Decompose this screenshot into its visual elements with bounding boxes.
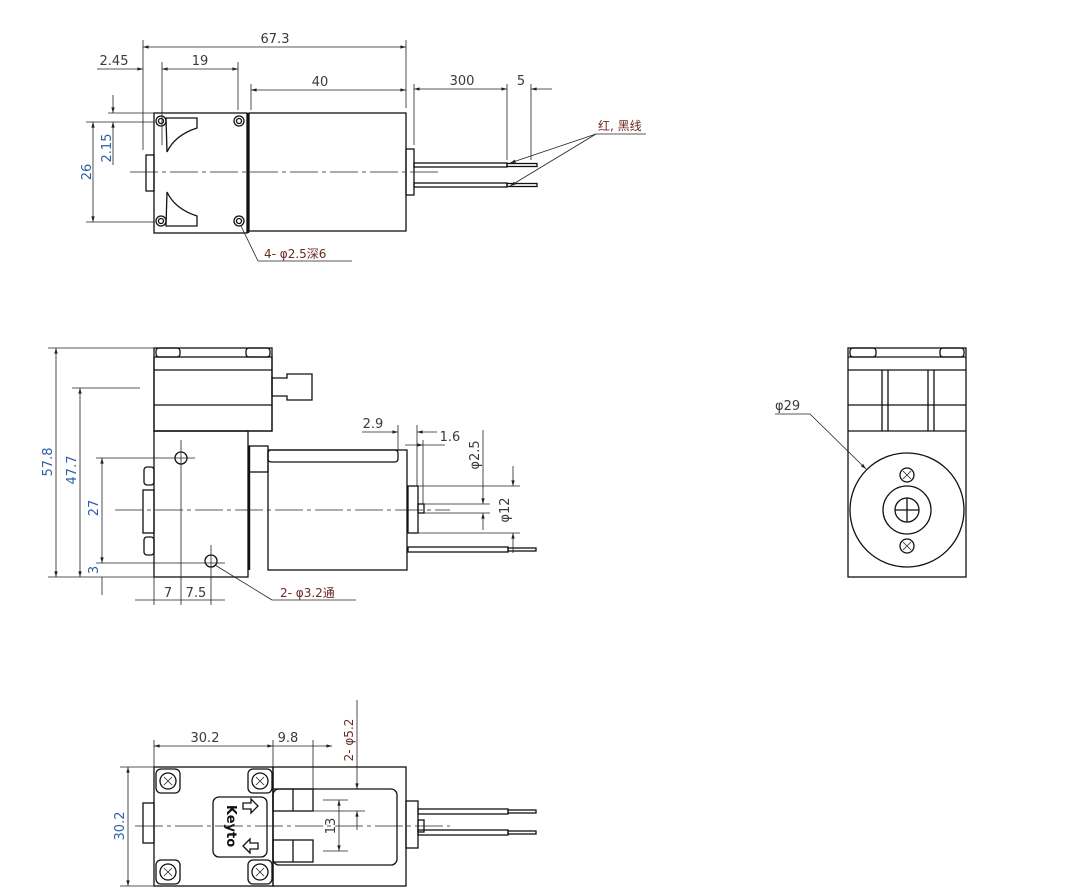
pump-head (153, 112, 248, 234)
screw-icon (899, 467, 915, 483)
dim-hole-x2: 7.5 (186, 586, 207, 601)
dim-head-length: 30.2 (191, 731, 220, 746)
dim-port-spacing: 13 (324, 818, 339, 835)
mount-hole-note: 2- φ3.2通 (280, 586, 335, 600)
top-view: 67.3 19 2.45 40 300 5 26 2.15 红, 黑线 4- φ… (80, 32, 646, 262)
dim-mount-spacing: 27 (87, 500, 102, 517)
dim-offset: 2.45 (100, 54, 129, 69)
dim-head-width: 30.2 (113, 812, 128, 841)
hole-note: 4- φ2.5深6 (264, 247, 326, 261)
arrow-left-icon (242, 837, 259, 855)
dim-wire-length: 300 (450, 74, 475, 89)
mount-hole-icons (155, 115, 245, 227)
arrow-right-icon (242, 797, 259, 815)
wire-note: 红, 黑线 (598, 118, 642, 133)
pump-head (153, 347, 273, 432)
dim-bottom-offset: 3 (87, 566, 102, 574)
dim-port-dia: 2- φ5.2 (342, 719, 356, 762)
dim-motor-dia: φ29 (775, 399, 800, 414)
dim-shaft-dia: φ2.5 (468, 440, 483, 469)
left-boss (145, 154, 155, 192)
dim-total-height: 57.8 (41, 448, 56, 477)
screw-icon (899, 538, 915, 554)
motor-circle (849, 452, 965, 568)
dim-motor-length: 40 (312, 75, 329, 90)
dim-shaft-length: 1.6 (440, 430, 461, 445)
end-view: φ29 (775, 347, 967, 578)
motor-outline (272, 766, 407, 887)
dim-port-length: 9.8 (278, 731, 299, 746)
dim-hole-x1: 7 (164, 586, 172, 601)
dim-hole-vertical-spacing: 26 (80, 164, 95, 181)
wires (413, 162, 538, 188)
dim-hole-spacing: 19 (192, 54, 209, 69)
dim-hole-offset: 2.15 (100, 134, 115, 163)
logo-plate (212, 796, 268, 858)
bottom-view: Keyto 30.2 9.8 2- φ5.2 13 30.2 (113, 700, 537, 887)
head-bracket (165, 117, 198, 227)
dim-port-height: 47.7 (65, 456, 80, 485)
dim-flange-offset: 2.9 (363, 417, 384, 432)
dim-strip-length: 5 (517, 74, 525, 89)
side-view: 57.8 47.7 27 3 7 7.5 2.9 1.6 φ2.5 φ12 2-… (41, 347, 537, 605)
dim-boss-dia: φ12 (498, 497, 513, 522)
dim-overall-length: 67.3 (261, 32, 290, 47)
pump-body (153, 430, 249, 578)
port-nipple (271, 373, 313, 401)
screw-icons (155, 768, 273, 885)
